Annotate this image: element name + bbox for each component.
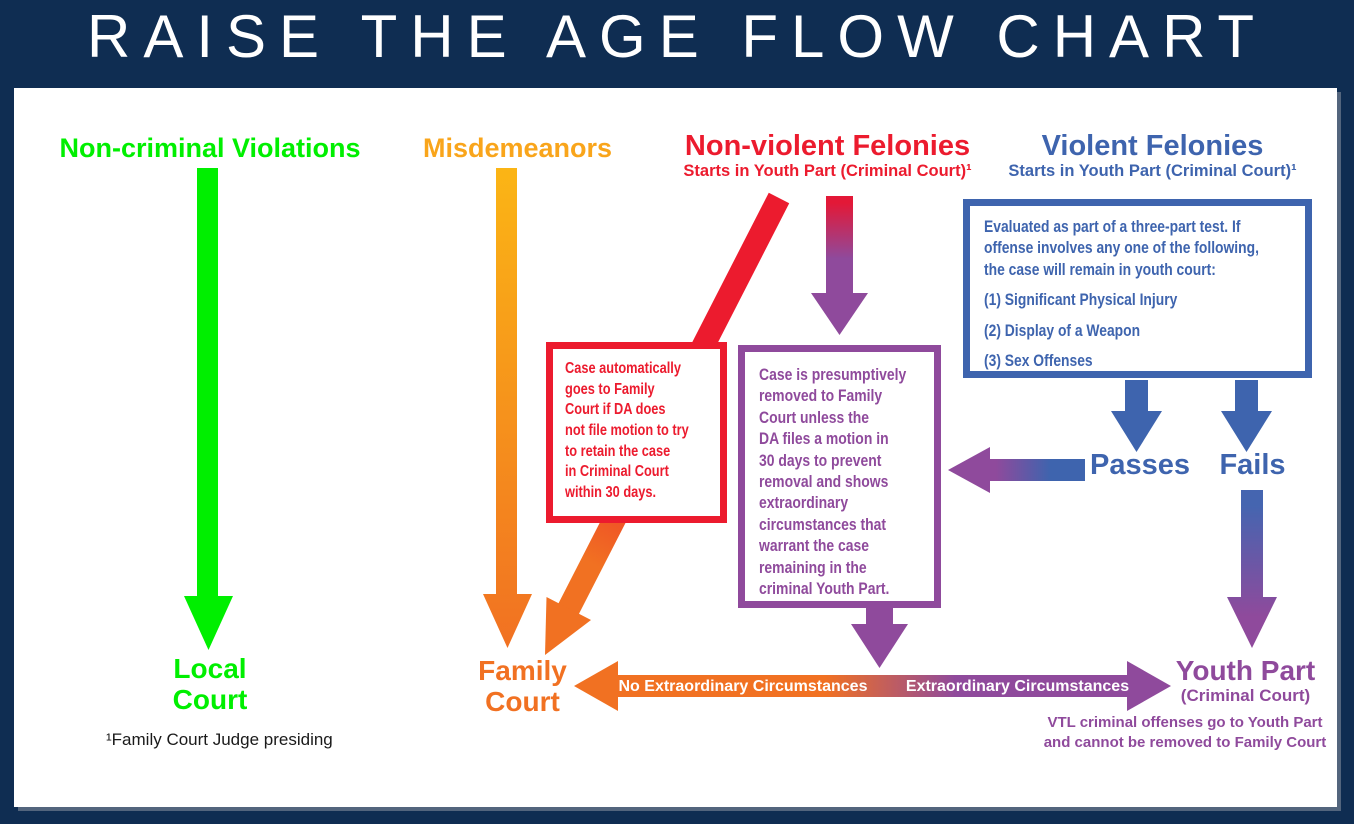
family-court-label: Family Court: [478, 655, 567, 718]
misdemeanors-down-arrow: [483, 168, 532, 648]
header-non-criminal-violations: Non-criminal Violations: [59, 133, 361, 163]
no-extraordinary-circumstances-label: No Extraordinary Circumstances: [618, 678, 868, 695]
passes-down-arrow: [1111, 380, 1162, 452]
test-item-2: (2) Display of a Weapon: [984, 321, 1141, 340]
red-info-text: Case automatically goes to Family Court …: [565, 360, 689, 501]
red-to-purple-down-arrow: [811, 196, 868, 335]
passes-label: Passes: [1090, 449, 1190, 481]
passes-left-arrow: [948, 447, 1085, 493]
family-court-judge-footnote: ¹Family Court Judge presiding: [106, 730, 333, 749]
fails-label: Fails: [1219, 449, 1286, 481]
test-item-1: (1) Significant Physical Injury: [984, 291, 1178, 310]
page-title: RAISE THE AGE FLOW CHART: [87, 3, 1267, 70]
header-non-violent-felonies: Non-violent Felonies: [684, 130, 971, 162]
circumstances-double-arrow: [574, 661, 1171, 711]
vtl-note: VTL criminal offenses go to Youth Part a…: [1043, 714, 1327, 751]
fails-down-arrow: [1221, 380, 1272, 452]
header-violent-felonies: Violent Felonies: [1041, 130, 1264, 162]
purple-box-down-arrow: [851, 600, 908, 668]
purple-info-box: Case is presumptively removed to Family …: [738, 345, 941, 608]
purple-info-text: Case is presumptively removed to Family …: [759, 365, 907, 599]
local-court-label: Local Court: [172, 653, 248, 716]
youth-part-label: Youth Part: [1175, 655, 1316, 686]
header-misdemeanors: Misdemeanors: [422, 133, 613, 163]
fails-to-youth-part-arrow: [1227, 490, 1277, 648]
blue-info-box: Evaluated as part of a three-part test. …: [963, 199, 1312, 378]
extraordinary-circumstances-label: Extraordinary Circumstances: [905, 678, 1130, 695]
three-part-test-intro: Evaluated as part of a three-part test. …: [984, 218, 1259, 279]
subtitle-non-violent-felonies: Starts in Youth Part (Criminal Court)¹: [683, 162, 972, 180]
test-item-3: (3) Sex Offenses: [984, 352, 1093, 371]
youth-part-sublabel: (Criminal Court): [1180, 686, 1311, 705]
subtitle-violent-felonies: Starts in Youth Part (Criminal Court)¹: [1008, 162, 1297, 180]
green-down-arrow: [184, 168, 233, 650]
red-info-box: Case automatically goes to Family Court …: [546, 342, 727, 523]
